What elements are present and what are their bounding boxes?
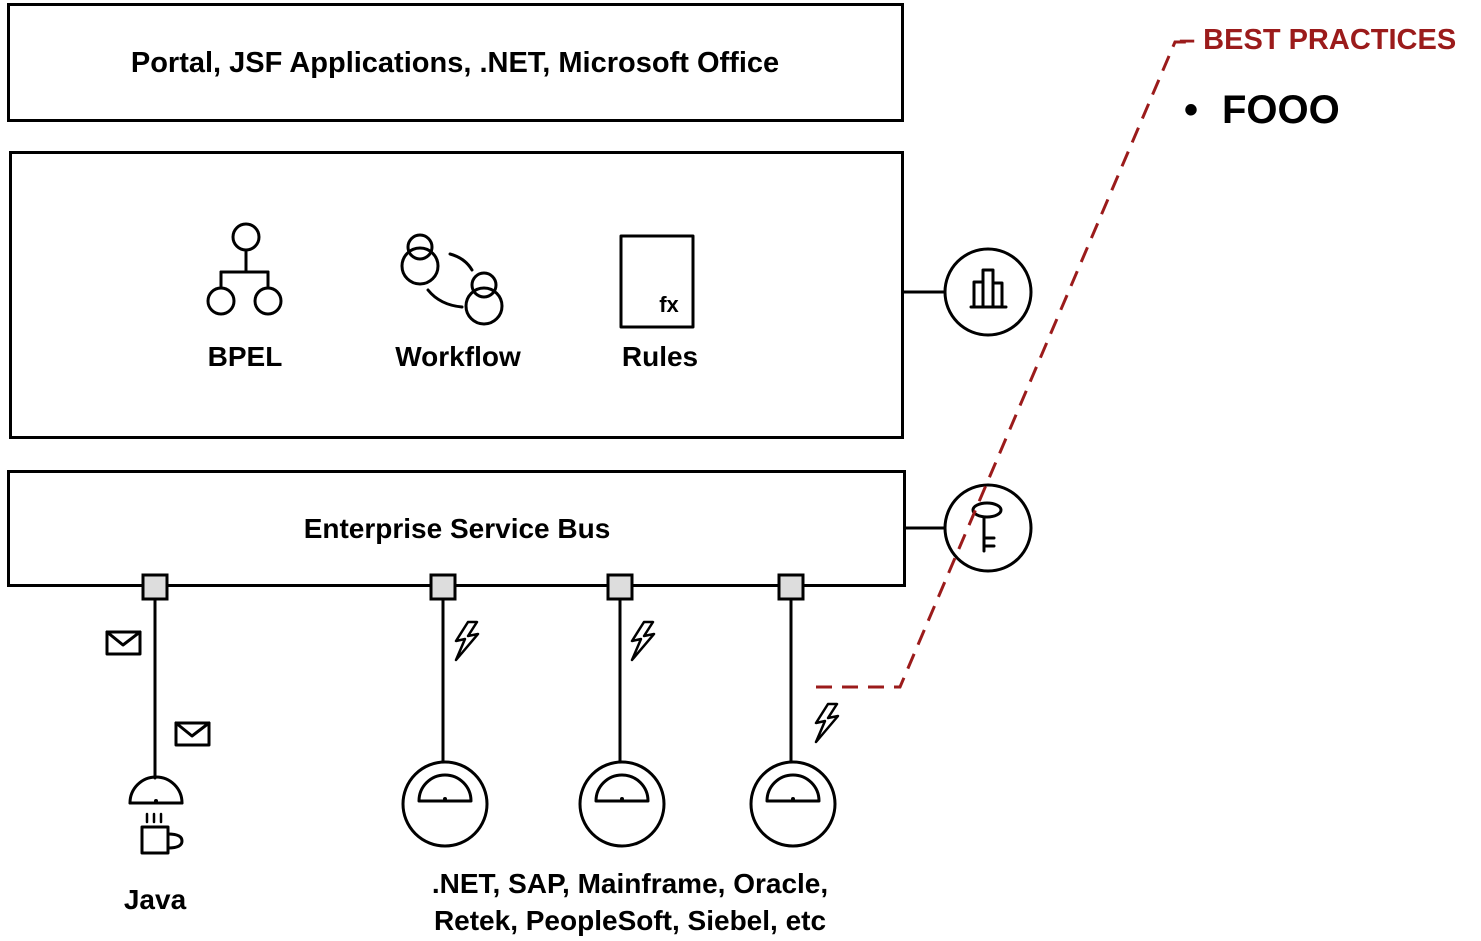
callout-bullet-text: FOOO — [1222, 88, 1340, 132]
key-icon — [943, 483, 1033, 573]
bpel-label: BPEL — [207, 341, 283, 372]
lightning-icon — [630, 620, 656, 662]
coffee-cup-icon — [140, 812, 184, 855]
callout-title: – BEST PRACTICES — [1179, 24, 1457, 56]
gauge-icon — [749, 760, 837, 848]
bpel-process-icon — [206, 222, 283, 316]
esb-port — [606, 573, 634, 601]
gauge-icon — [578, 760, 666, 848]
gauge-icon — [401, 760, 489, 848]
envelope-icon — [105, 630, 142, 656]
presentation-layer-label: Portal, JSF Applications, .NET, Microsof… — [130, 47, 780, 79]
lightning-icon — [454, 620, 480, 662]
esb-label: Enterprise Service Bus — [303, 513, 611, 544]
workflow-people-icon — [400, 233, 504, 326]
bar-chart-icon — [943, 247, 1033, 337]
esb-port — [141, 573, 169, 601]
lightning-icon — [814, 702, 840, 744]
java-label: Java — [123, 884, 187, 915]
callout-leader-line — [816, 40, 1187, 689]
callout-bullet-marker: • — [1184, 88, 1199, 132]
process-layer-box — [9, 151, 904, 439]
presentation-layer-box — [7, 3, 904, 122]
rules-fx-glyph: fx — [659, 292, 679, 317]
esb-port — [777, 573, 805, 601]
workflow-label: Workflow — [395, 341, 521, 372]
esb-port — [429, 573, 457, 601]
envelope-icon — [174, 721, 211, 747]
rules-document-icon — [619, 234, 695, 329]
adapters-label-line1: .NET, SAP, Mainframe, Oracle, — [431, 868, 829, 899]
rules-label: Rules — [621, 341, 699, 372]
adapters-label-line2: Retek, PeopleSoft, Siebel, etc — [433, 905, 827, 936]
